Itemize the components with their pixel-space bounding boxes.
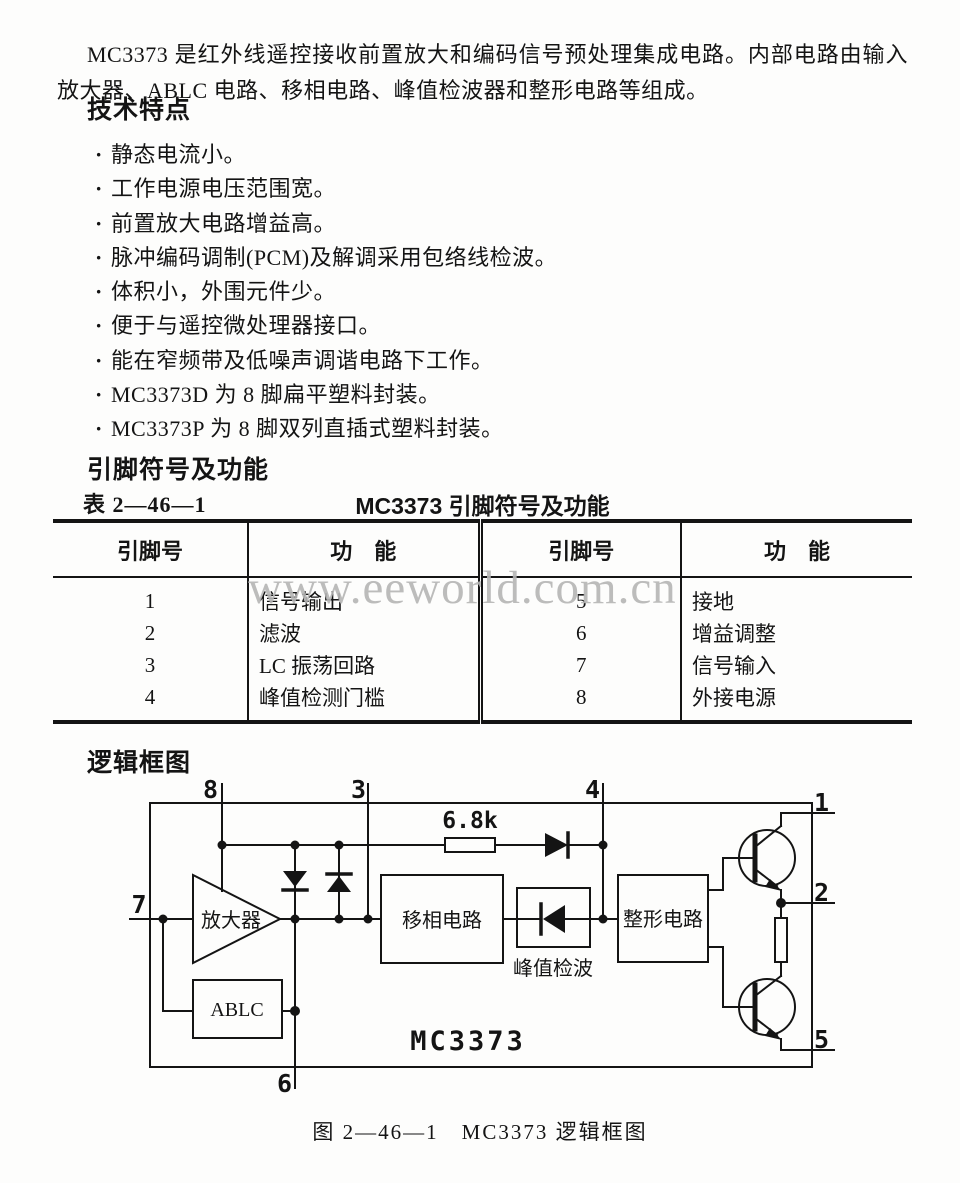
pin-label-8: 8: [203, 775, 218, 804]
ablc-label: ABLC: [210, 999, 263, 1021]
diode-down-icon: [283, 871, 307, 887]
pin-functions-heading: 引脚符号及功能: [87, 456, 270, 484]
list-item: ·脉冲编码调制(PCM)及解调采用包络线检波。: [95, 241, 557, 275]
list-item: ·静态电流小。: [95, 138, 557, 172]
chip-name-label: MC3373: [410, 1026, 526, 1057]
emitter-arrow-icon: [765, 1028, 782, 1040]
col-header: 功 能: [247, 521, 480, 578]
list-item: ·能在窄频带及低噪声调谐电路下工作。: [95, 344, 557, 378]
logic-diagram-heading: 逻辑框图: [87, 749, 192, 777]
table-title: MC3373 引脚符号及功能: [355, 493, 610, 519]
peak-detector-box: [516, 887, 591, 948]
table-row: 1 信号输出 5 接地: [53, 577, 912, 617]
list-item: ·前置放大电路增益高。: [95, 207, 557, 241]
ablc-block: [192, 979, 283, 1039]
table-header-row: 引脚号 功 能 引脚号 功 能: [53, 521, 912, 578]
bullet-icon: ·: [95, 382, 103, 408]
bullet-icon: ·: [95, 416, 103, 442]
features-list: ·静态电流小。 ·工作电源电压范围宽。 ·前置放大电路增益高。 ·脉冲编码调制(…: [95, 138, 557, 447]
bullet-icon: ·: [95, 244, 103, 270]
bullet-icon: ·: [95, 279, 103, 305]
resistor-6k8: [444, 837, 496, 853]
emitter-arrow-icon: [765, 879, 782, 891]
diode-right-icon: [545, 833, 568, 857]
pin-label-4: 4: [585, 775, 600, 804]
emitter-resistor: [774, 917, 788, 963]
col-header: 引脚号: [53, 521, 248, 578]
bullet-icon: ·: [95, 313, 103, 339]
diode-left-icon: [543, 905, 565, 933]
list-item: ·便于与遥控微处理器接口。: [95, 309, 557, 343]
pin-label-1: 1: [814, 788, 829, 817]
table-row: 2 滤波 6 增益调整: [53, 617, 912, 649]
chip-outline: [149, 802, 813, 1068]
pin-label-2: 2: [814, 878, 829, 907]
pin-label-5: 5: [814, 1025, 829, 1054]
features-heading: 技术特点: [87, 96, 192, 124]
resistor-value-label: 6.8k: [442, 808, 498, 834]
list-item: ·MC3373P 为 8 脚双列直插式塑料封装。: [95, 412, 557, 446]
bullet-icon: ·: [95, 210, 103, 236]
col-header: 功 能: [680, 521, 912, 578]
logic-block-diagram: 8 3 4 7 1 2 5 6 放大器 ABLC 移相电路 峰值检波 整形电路 …: [129, 775, 835, 1098]
pin-function-table: 引脚号 功 能 引脚号 功 能 1 信号输出 5 接地 2 滤波 6 增益调整 …: [53, 519, 912, 724]
list-item: ·工作电源电压范围宽。: [95, 172, 557, 206]
figure-caption: 图 2—46—1 MC3373 逻辑框图: [312, 1120, 648, 1144]
amplifier-triangle: [192, 873, 283, 965]
amplifier-label: 放大器: [201, 909, 261, 932]
bullet-icon: ·: [95, 142, 103, 167]
peak-detector-label: 峰值检波: [513, 957, 593, 980]
table-number-label: 表 2—46—1: [83, 492, 207, 517]
diode-up-icon: [327, 876, 351, 892]
shaping-block: [617, 874, 709, 963]
list-item: ·体积小，外围元件少。: [95, 275, 557, 309]
junction-dots: [158, 840, 786, 1016]
list-item: ·MC3373D 为 8 脚扁平塑料封装。: [95, 378, 557, 412]
col-header: 引脚号: [477, 521, 681, 578]
table-row: 4 峰值检测门槛 8 外接电源: [53, 681, 912, 722]
bullet-icon: ·: [95, 347, 103, 373]
pin-label-6: 6: [277, 1069, 292, 1098]
phase-shift-label: 移相电路: [402, 909, 482, 932]
pin-label-3: 3: [351, 775, 366, 804]
bullet-icon: ·: [95, 176, 103, 202]
pin-label-7: 7: [131, 890, 146, 919]
intro-paragraph: MC3373 是红外线遥控接收前置放大和编码信号预处理集成电路。内部电路由输入放…: [57, 42, 908, 103]
shaping-label: 整形电路: [623, 908, 703, 931]
table-row: 3 LC 振荡回路 7 信号输入: [53, 649, 912, 681]
